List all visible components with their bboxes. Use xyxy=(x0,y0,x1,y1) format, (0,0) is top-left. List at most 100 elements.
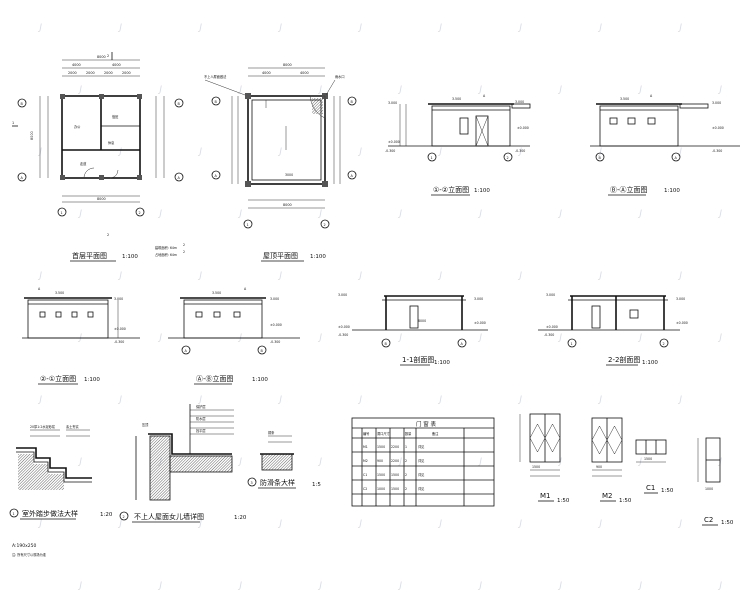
plan-dim-overall-bottom: 8000 xyxy=(97,197,106,201)
section-mark-left: 1 xyxy=(12,121,14,125)
watermark-glyph: J xyxy=(237,581,242,591)
elev12-scale: 1:100 xyxy=(474,188,490,194)
watermark-glyph: J xyxy=(677,519,682,529)
elevAB-ground: -0.300 xyxy=(270,340,280,344)
table-cell: 详见 xyxy=(418,472,425,477)
watermark-glyph: J xyxy=(397,209,402,219)
svg-text:素土夯实: 素土夯实 xyxy=(66,424,79,429)
note-1: A:190x250 xyxy=(12,543,36,549)
section22-roof: 3.000 xyxy=(546,293,555,297)
section22-r-roof: 3.000 xyxy=(676,297,685,301)
watermark-glyph: J xyxy=(37,395,42,405)
section-mark-bottom: 2 xyxy=(107,233,109,237)
elev21-grid-mark: A xyxy=(38,287,41,291)
table-cell: 2 xyxy=(405,459,407,463)
watermark-glyph: J xyxy=(437,395,442,405)
elevation-A-B: 3.500 A 3.000 ±0.000 -0.300 A B Ⓐ-Ⓑ立面图 1… xyxy=(168,287,300,385)
roof-plan: 8000 4000 4000 3000 不上人屋面做法 雨水口 B A xyxy=(204,63,357,262)
svg-text:找平层: 找平层 xyxy=(196,428,206,433)
detail-gutter-scale: 1:5 xyxy=(312,482,321,488)
detail-gutter-title: 防滑条大样 xyxy=(260,478,295,487)
watermark-glyph: J xyxy=(557,581,562,591)
door-m2-detail: 900 M2 1:50 xyxy=(591,417,632,504)
svg-text:保护层: 保护层 xyxy=(196,404,206,409)
table-cell: 2 xyxy=(405,487,407,491)
watermark-glyph: J xyxy=(197,271,202,281)
elev21-top: 3.500 xyxy=(55,291,64,295)
section11-grid-B: B xyxy=(385,342,388,346)
roof-grid-B-right: B xyxy=(351,100,354,104)
watermark-glyph: J xyxy=(357,519,362,529)
roof-plan-scale: 1:100 xyxy=(310,254,326,260)
detail-parapet: 保护层 防水层 找平层 压顶 2 不上人屋面女儿墙详图 1:20 xyxy=(119,404,247,523)
elevBA-grid-B: B xyxy=(599,156,602,160)
watermark-glyph: J xyxy=(597,23,602,33)
elevBA-roof: 3.000 xyxy=(712,101,721,105)
watermark-glyph: J xyxy=(237,457,242,467)
watermark-glyph: J xyxy=(437,147,442,157)
roof-dim-3000: 3000 xyxy=(285,173,293,177)
watermark-glyph: J xyxy=(677,147,682,157)
watermark-glyph: J xyxy=(117,147,122,157)
elevBA-title: Ⓑ-Ⓐ立面图 xyxy=(610,185,648,194)
m2-dim: 900 xyxy=(596,465,602,469)
watermark-glyph: J xyxy=(277,519,282,529)
section11-r-mid: ±0.000 xyxy=(474,321,486,325)
c1-title: C1 xyxy=(646,484,655,492)
elev21-mid: ±0.000 xyxy=(114,327,126,331)
watermark-glyph: J xyxy=(397,457,402,467)
watermark-glyph: J xyxy=(117,395,122,405)
watermark-glyph: J xyxy=(317,333,322,343)
window-c1-detail: 1500 C1 1:50 xyxy=(635,439,674,494)
watermark-glyph: J xyxy=(717,581,722,591)
watermark-glyph: J xyxy=(717,85,722,95)
watermark-glyph: J xyxy=(557,209,562,219)
watermark-glyph: J xyxy=(477,85,482,95)
roof-grid-A-right: A xyxy=(351,174,354,178)
section22-scale: 1:100 xyxy=(642,360,658,366)
watermark-glyph: J xyxy=(517,271,522,281)
watermark-glyph: J xyxy=(77,581,82,591)
svg-text:雨水口: 雨水口 xyxy=(335,74,345,79)
elevAB-mid: ±0.000 xyxy=(270,323,282,327)
grid-bubble-1-plan: 1 xyxy=(61,211,63,215)
roof-plan-title: 屋顶平面图 xyxy=(263,252,298,260)
watermark-glyph: J xyxy=(237,85,242,95)
watermark-glyph: J xyxy=(277,23,282,33)
roof-dim-bottom: 8000 xyxy=(283,203,292,207)
watermark-glyph: J xyxy=(477,581,482,591)
watermark-glyph: J xyxy=(197,23,202,33)
watermark-glyph: J xyxy=(597,395,602,405)
watermark-glyph: J xyxy=(37,519,42,529)
watermark-glyph: J xyxy=(357,395,362,405)
elevBA-mid: ±0.000 xyxy=(712,126,724,130)
grid-bubble-B-left: B xyxy=(21,102,24,106)
watermark-glyph: J xyxy=(37,23,42,33)
table-cell-code: M1 xyxy=(363,445,368,449)
watermark-glyph: J xyxy=(677,23,682,33)
elevAB-roof: 3.000 xyxy=(270,297,279,301)
detail-steps-title: 室外踏步做法大样 xyxy=(22,509,78,518)
elev21-ground: -0.300 xyxy=(114,340,124,344)
roof-grid-2: 2 xyxy=(324,223,326,227)
section-mark-top: 2 xyxy=(107,54,109,58)
section-1-1: 8000 3.000 ±0.000 -0.300 3.000 ±0.000 B … xyxy=(338,293,488,366)
elevation-2-1: 3.500 A 3.000 ±0.000 -0.300 ②-①立面图 1:100 xyxy=(22,287,140,385)
watermark-glyph: J xyxy=(37,271,42,281)
watermark-glyph: J xyxy=(397,333,402,343)
table-cell: 2200 xyxy=(391,459,399,463)
elev12-title: ①-②立面图 xyxy=(433,185,469,194)
svg-text:办公: 办公 xyxy=(74,124,81,129)
roof-dim-bay2: 4000 xyxy=(300,71,309,75)
m1-dim: 1500 xyxy=(532,465,540,469)
area-note-sup2: 2 xyxy=(183,250,185,254)
table-cell-code: C1 xyxy=(363,473,367,477)
elev21-roof: 3.000 xyxy=(114,297,123,301)
elev12-r-roof: 3.000 xyxy=(515,100,524,104)
svg-text:值班: 值班 xyxy=(112,114,119,119)
elev12-grid-2: 2 xyxy=(507,156,509,160)
watermark-glyph: J xyxy=(157,581,162,591)
section22-ground: -0.300 xyxy=(544,333,554,337)
watermark-glyph: J xyxy=(277,395,282,405)
table-cell: 1500 xyxy=(377,473,385,477)
